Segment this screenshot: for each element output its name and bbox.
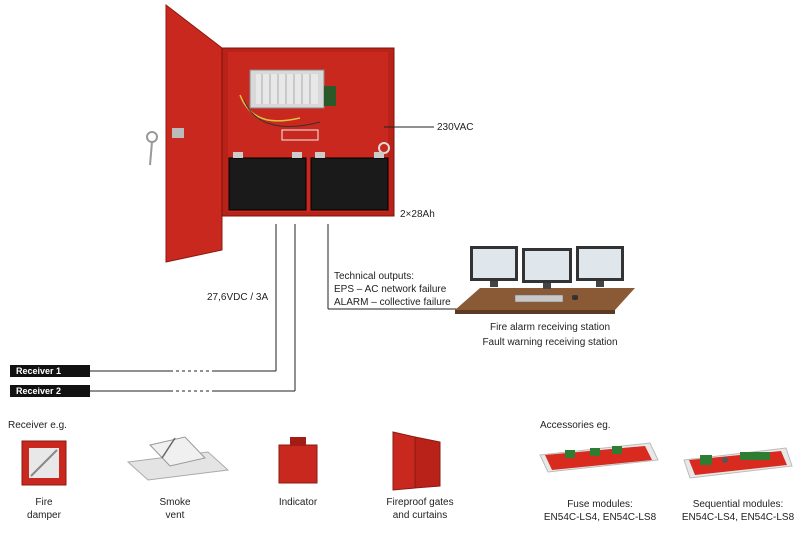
fuse-modules-caption-line-2: EN54C-LS4, EN54C-LS8 [543, 512, 657, 523]
output-voltage-label: 27,6VDC / 3A [207, 292, 269, 303]
smoke-vent-caption-line-2: vent [165, 510, 185, 521]
monitoring-station-icon [455, 246, 635, 314]
key-icon [146, 128, 184, 166]
fire-damper-caption-line-1: Fire [35, 497, 53, 508]
fuse-modules-caption: Fuse modules: EN54C-LS4, EN54C-LS8 [540, 498, 660, 524]
eps-output-label: EPS – AC network failure [334, 284, 447, 295]
sequential-modules-caption-line-2: EN54C-LS4, EN54C-LS8 [681, 512, 795, 523]
alarm-output-label: ALARM – collective failure [334, 297, 451, 308]
fireproof-gates-icon [392, 431, 441, 491]
fire-alarm-station-label: Fire alarm receiving station [489, 322, 611, 333]
station-caption: Fire alarm receiving station Fault warni… [470, 320, 630, 350]
battery-right [310, 157, 389, 211]
fire-damper-icon [21, 440, 67, 486]
power-input-label: 230VAC [437, 122, 474, 133]
receiver-examples-heading: Receiver e.g. [8, 420, 67, 431]
sequential-modules-caption-line-1: Sequential modules: [692, 499, 784, 510]
fireproof-gates-caption: Fireproof gates and curtains [375, 496, 465, 522]
fire-damper-caption-line-2: damper [27, 510, 61, 521]
smoke-vent-icon [126, 436, 230, 481]
sequential-module-icon [683, 447, 793, 479]
receiver-1-tag: Receiver 1 [10, 365, 90, 377]
receiver-2-tag: Receiver 2 [10, 385, 90, 397]
indicator-icon [278, 437, 318, 484]
indicator-caption: Indicator [262, 496, 334, 509]
fuse-modules-caption-line-1: Fuse modules: [567, 499, 633, 510]
fireproof-gates-caption-line-2: and curtains [392, 510, 448, 521]
fireproof-gates-caption-line-1: Fireproof gates [386, 497, 454, 508]
indicator-caption-line-1: Indicator [278, 497, 318, 508]
fault-warning-station-label: Fault warning receiving station [482, 337, 618, 348]
cabinet-door [165, 3, 223, 263]
fire-damper-caption: Fire damper [14, 496, 74, 522]
psu-module-icon [249, 69, 336, 109]
battery-label: 2×28Ah [400, 209, 435, 220]
technical-outputs-block: Technical outputs: EPS – AC network fail… [334, 270, 451, 309]
sequential-modules-caption: Sequential modules: EN54C-LS4, EN54C-LS8 [678, 498, 798, 524]
fuse-module-icon [539, 442, 659, 473]
smoke-vent-caption: Smoke vent [140, 496, 210, 522]
smoke-vent-caption-line-1: Smoke [159, 497, 191, 508]
accessories-heading: Accessories eg. [540, 420, 611, 431]
battery-left [228, 157, 307, 211]
technical-outputs-heading: Technical outputs: [334, 271, 415, 282]
